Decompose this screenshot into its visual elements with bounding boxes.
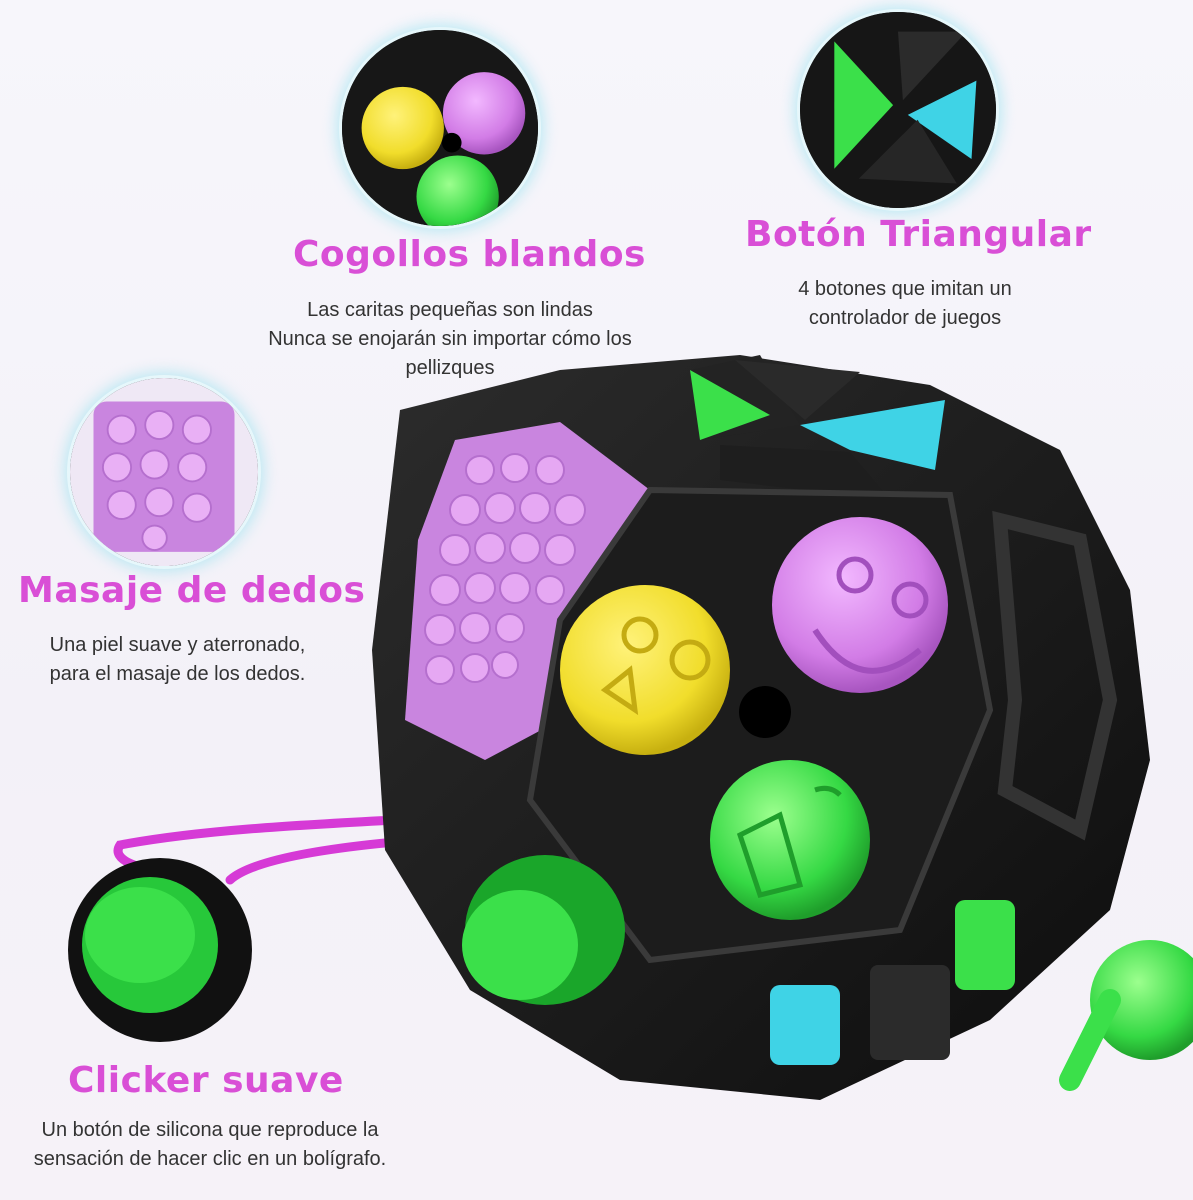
triangle-button-line-2: controlador de juegos: [808, 307, 1002, 329]
yellow-smiley-ball: [560, 585, 730, 755]
triangle-button-description: 4 botones que imitan un controlador de j…: [755, 275, 1055, 333]
soft-clicker-line-2: sensación de hacer clic en un bolígrafo.: [33, 1148, 387, 1170]
soft-buds-description: Las caritas pequeñas son lindas Nunca se…: [220, 296, 680, 383]
soft-clicker-title: Clicker suave: [68, 1060, 344, 1101]
zoom-circle-soft-buds: [342, 30, 538, 226]
side-handle: [992, 510, 1118, 841]
soft-clicker-line-1: Un botón de silicona que reproduce la: [41, 1119, 379, 1141]
side-green-ball: [1090, 940, 1193, 1060]
finger-massage-line-2: para el masaje de los dedos.: [49, 663, 306, 685]
soft-buds-title: Cogollos blandos: [293, 234, 646, 275]
bottom-switches: [770, 900, 1015, 1065]
soft-buds-line-2: Nunca se enojarán sin importar cómo los: [268, 328, 632, 350]
soft-buds-line-1: Las caritas pequeñas son lindas: [307, 299, 593, 321]
zoom-circle-finger-massage: [70, 378, 258, 566]
green-smiley-ball: [710, 760, 870, 920]
finger-massage-title: Masaje de dedos: [18, 570, 366, 611]
triangle-button-line-1: 4 botones que imitan un: [798, 278, 1012, 300]
triangle-buttons: [690, 355, 945, 500]
finger-massage-description: Una piel suave y aterronado, para el mas…: [10, 631, 345, 689]
lanyard-green-clicker: [68, 858, 252, 1042]
body-green-clicker: [462, 855, 625, 1005]
massage-face: [405, 422, 650, 760]
soft-buds-line-3: pellizques: [405, 357, 495, 379]
purple-smiley-ball: [772, 517, 948, 693]
finger-massage-line-1: Una piel suave y aterronado,: [49, 634, 306, 656]
triangle-button-title: Botón Triangular: [745, 214, 1092, 255]
soft-clicker-description: Un botón de silicona que reproduce la se…: [0, 1116, 420, 1174]
zoom-circle-triangle-button: [800, 12, 996, 208]
